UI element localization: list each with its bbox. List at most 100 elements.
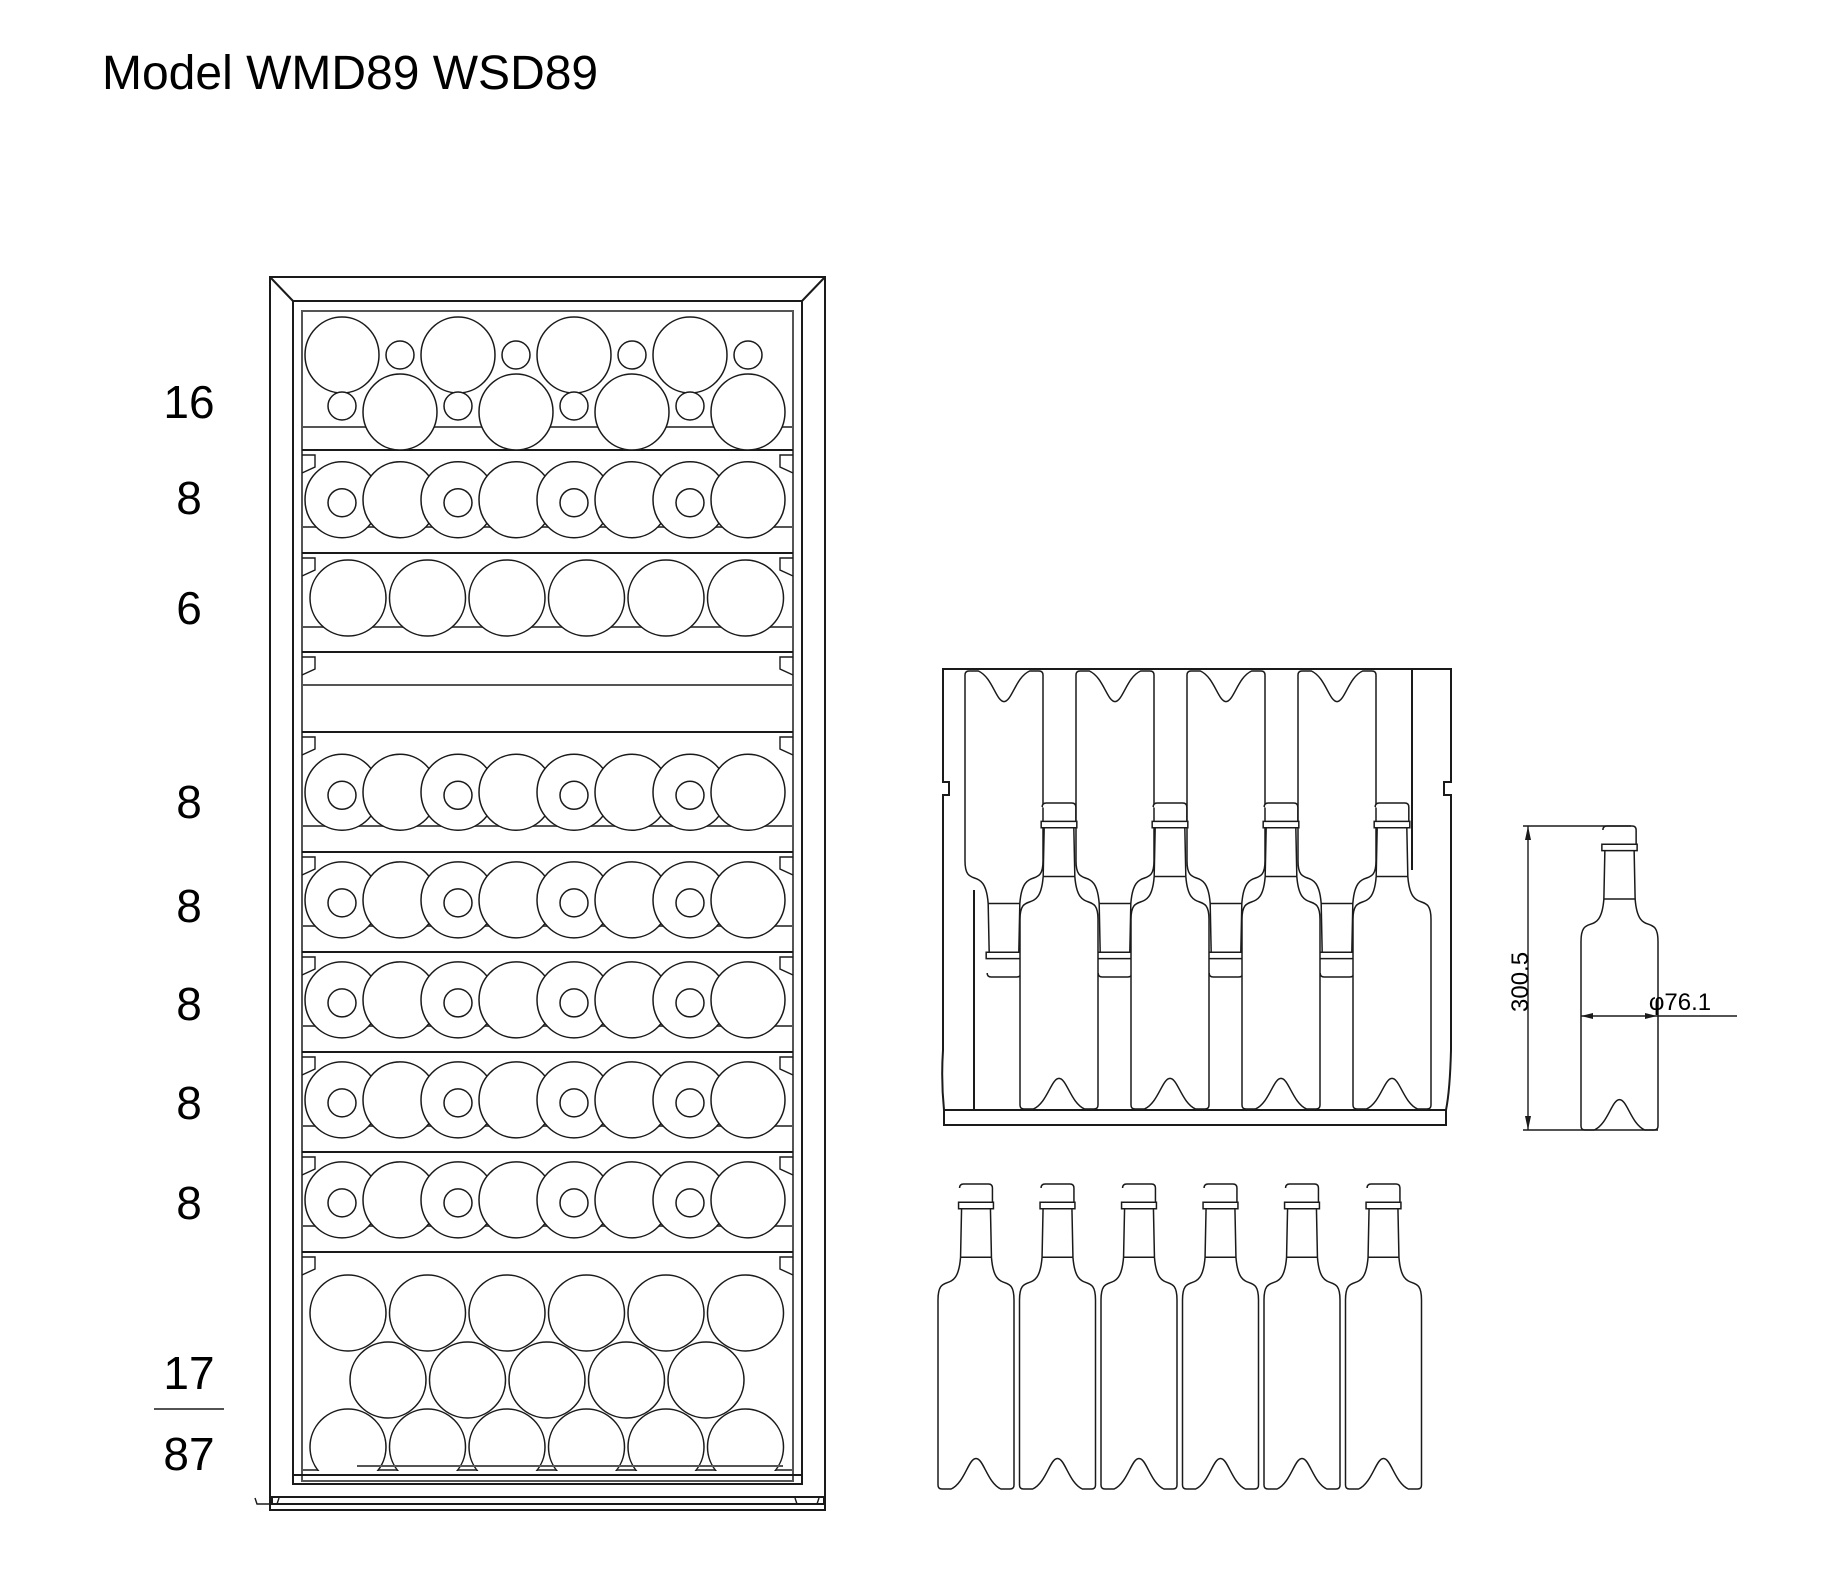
bottle-end (706, 1274, 785, 1352)
shelf (302, 454, 793, 554)
shelf-bracket-left (302, 856, 316, 876)
shelf (302, 1256, 793, 1471)
crate-outline (941, 668, 1452, 1126)
bottle-neck-end (327, 391, 357, 421)
shelf-bracket-left (302, 1256, 316, 1276)
bottle-end (388, 1274, 467, 1352)
row-bottle (937, 1183, 1015, 1490)
bottle-end (652, 316, 728, 394)
shelf (302, 856, 793, 953)
bottle-neck-end (559, 780, 589, 811)
shelves-group (302, 316, 793, 1471)
total-bottles-label: 87 (163, 1428, 214, 1480)
row-bottle (1263, 1183, 1341, 1490)
bottle-end (587, 1341, 666, 1419)
shelf-bracket-right (779, 557, 793, 577)
bottle-end (627, 559, 705, 637)
bottle-end (627, 1408, 705, 1471)
shelf-label: 8 (176, 1077, 202, 1129)
bottle-neck-end (443, 988, 473, 1018)
spec-bottle-outline (1580, 825, 1659, 1131)
bottle-end (710, 1161, 786, 1239)
bottle-end (710, 1061, 786, 1139)
bottle-end (547, 1408, 626, 1471)
bottle-end (710, 961, 786, 1039)
bottle-neck-end (617, 340, 647, 370)
shelf (302, 656, 793, 733)
bottle-neck-end (443, 888, 473, 918)
bottle-end (309, 559, 387, 637)
bottle-neck-end (675, 988, 705, 1018)
shelf-bracket-left (302, 1156, 316, 1176)
bottle-neck-end (443, 487, 473, 518)
bottle-end (508, 1341, 586, 1419)
diameter-dimension-label: φ76.1 (1649, 989, 1711, 1016)
bottle-neck-end (443, 391, 473, 421)
cabinet-inner-frame (292, 300, 803, 1485)
bottle-neck-end (443, 1188, 473, 1218)
shelf-label: 6 (176, 582, 202, 634)
bottle-neck-end (675, 1188, 705, 1218)
shelf-bracket-right (779, 1156, 793, 1176)
upright-bottle (1352, 802, 1432, 1110)
shelf (302, 316, 793, 451)
shelf-bracket-right (779, 454, 793, 474)
bottle-end (536, 316, 612, 394)
bottle-neck-end (443, 1088, 473, 1118)
shelf-label: 8 (176, 978, 202, 1030)
shelf-bracket-left (302, 736, 316, 756)
bottle-neck-end (675, 391, 705, 421)
bottle-end (388, 1408, 467, 1471)
bottle-spec-drawing: 300.5 φ76.1 (1507, 825, 1737, 1131)
bottle-end (428, 1341, 507, 1419)
shelf-bracket-right (779, 656, 793, 676)
shelf-label: 8 (176, 776, 202, 828)
bottle-end (468, 1408, 546, 1471)
row-bottle (1181, 1183, 1260, 1490)
upright-bottle (1241, 802, 1321, 1110)
bottle-neck-end (733, 340, 763, 370)
bottle-end (304, 316, 380, 394)
shelf-bracket-right (779, 856, 793, 876)
bottle-end (468, 1274, 546, 1352)
bottle-end (547, 1274, 626, 1352)
cabinet-foot-left (254, 1497, 280, 1505)
height-arrow-bottom (1525, 1116, 1531, 1130)
cabinet-corner-tr (801, 276, 826, 302)
bottle-neck-end (327, 780, 357, 811)
bottle-neck-end (327, 888, 357, 918)
bottle-end (706, 1408, 785, 1471)
bottle-neck-end (559, 1088, 589, 1118)
bottle-neck-end (675, 780, 705, 811)
bottle-neck-end (327, 487, 357, 518)
bottle-end (710, 373, 786, 451)
bottle-end (594, 373, 670, 451)
shelf-bracket-left (302, 1056, 316, 1076)
shelf-bracket-left (302, 454, 316, 474)
row-bottle (1018, 1183, 1097, 1490)
bottle-end (710, 753, 786, 832)
shelf-label: 8 (176, 880, 202, 932)
bottle-end (468, 559, 546, 637)
cabinet-outer-frame (269, 276, 826, 1511)
shelf-label: 16 (163, 376, 214, 428)
bottle-end (667, 1341, 745, 1419)
shelf-bracket-right (779, 956, 793, 976)
bottle-end (309, 1274, 387, 1352)
bottle-neck-end (501, 340, 531, 370)
side-view-crate (941, 668, 1452, 1126)
bottle-neck-end (327, 988, 357, 1018)
bottle-neck-end (327, 1088, 357, 1118)
diameter-arrow-left (1581, 1013, 1593, 1019)
shelf (302, 1156, 793, 1253)
bottle-neck-end (675, 1088, 705, 1118)
upright-bottle (1019, 802, 1099, 1110)
bottle-end (710, 460, 786, 539)
bottle-neck-end (385, 340, 415, 370)
bottle-neck-end (559, 888, 589, 918)
bottle-neck-end (675, 888, 705, 918)
bottle-neck-end (443, 780, 473, 811)
height-dimension-label: 300.5 (1507, 952, 1534, 1012)
bottle-neck-end (327, 1188, 357, 1218)
